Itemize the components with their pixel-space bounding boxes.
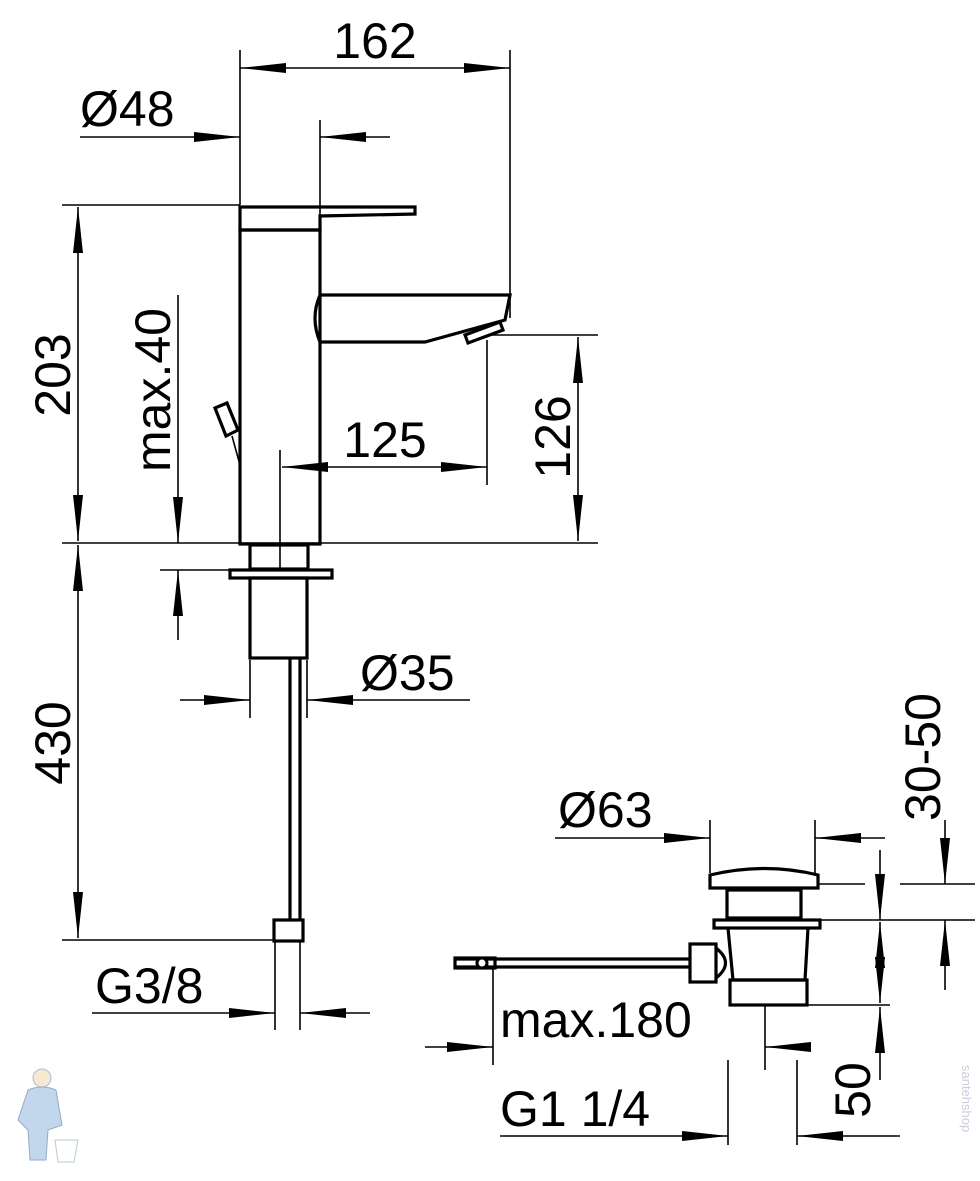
dim-plug-range: 30-50	[895, 693, 951, 821]
dim-body-diameter: Ø48	[80, 81, 175, 137]
dimension-lines	[62, 50, 975, 1145]
dim-deck-thickness: max.40	[125, 308, 181, 472]
plumber-logo-icon	[17, 1068, 79, 1163]
dim-hose-length: 430	[25, 701, 81, 784]
dim-rod-length: max.180	[500, 992, 692, 1048]
dim-waste-thread: G1 1/4	[500, 1081, 650, 1137]
dim-width-overall: 162	[333, 13, 416, 69]
watermark: santehshop	[959, 1065, 974, 1132]
dim-spout-reach: 125	[343, 412, 426, 468]
dim-waste-height: 50	[825, 1062, 881, 1118]
dim-hose-thread: G3/8	[95, 958, 203, 1014]
dim-spout-height: 126	[525, 395, 581, 478]
faucet-outline	[212, 205, 512, 943]
dim-height-overall: 203	[25, 333, 81, 416]
waste-outline	[453, 866, 822, 1007]
dim-plug-diameter: Ø63	[558, 782, 653, 838]
dim-shank-diameter: Ø35	[360, 645, 455, 701]
